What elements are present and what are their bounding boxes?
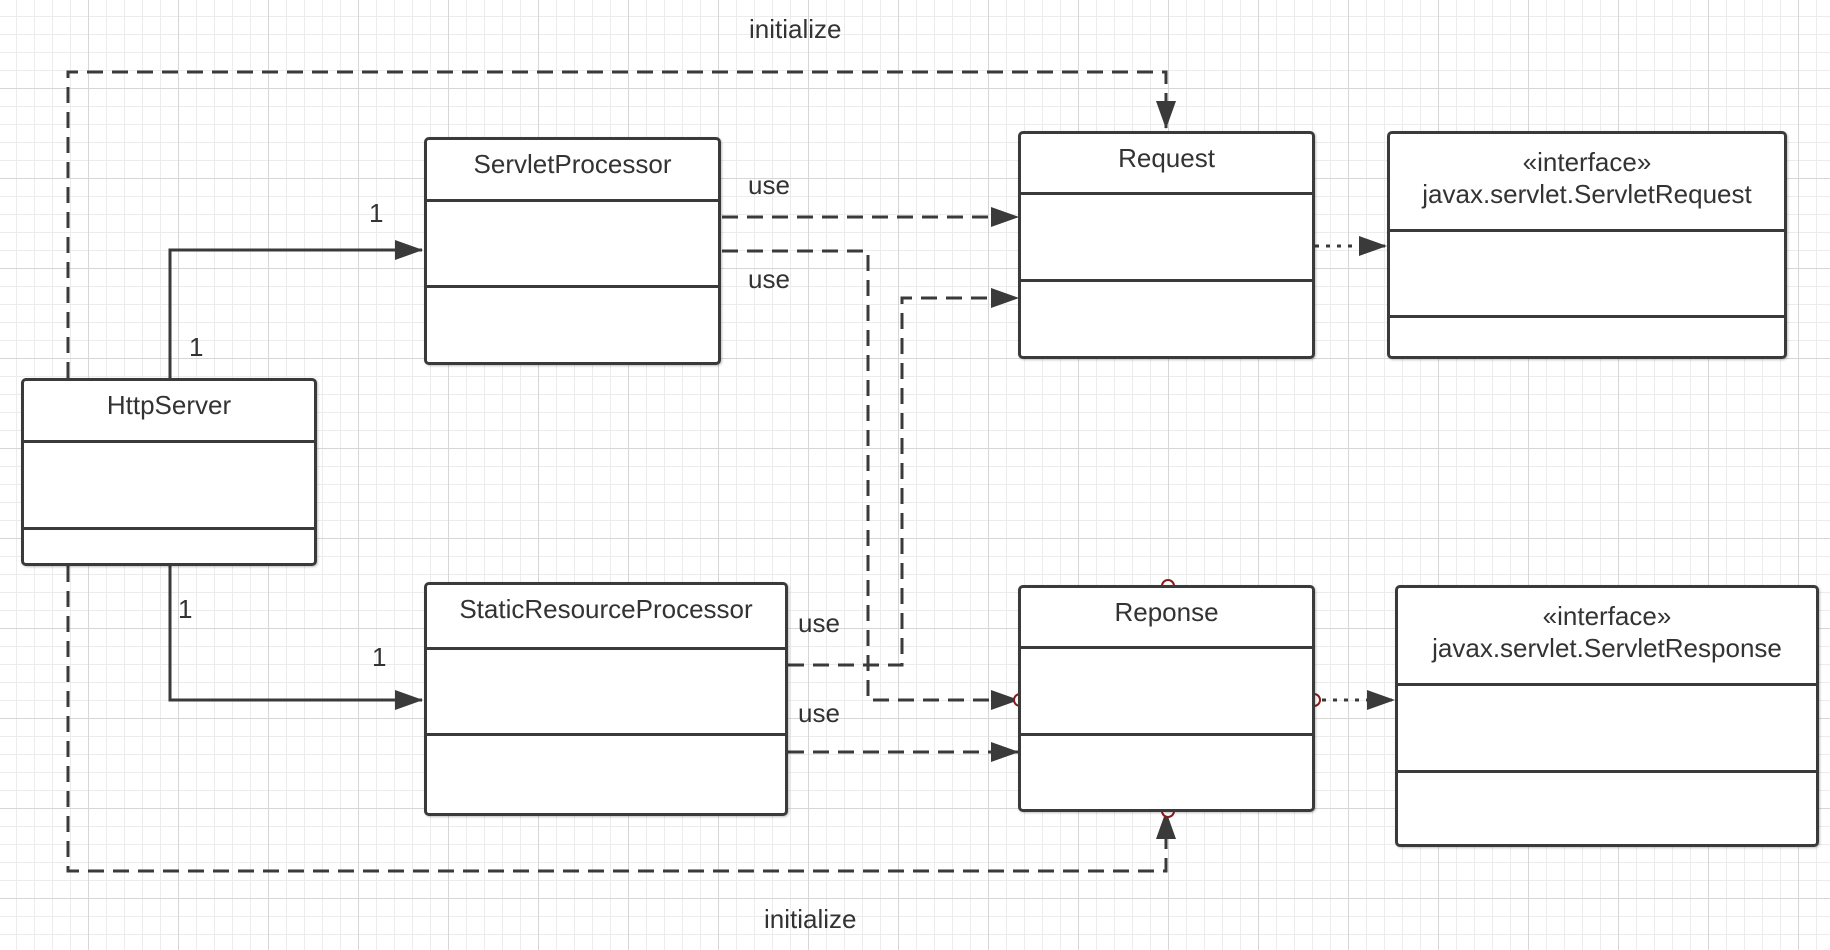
initialize-bottom-label: initialize (764, 904, 857, 934)
class-name: «interface» javax.servlet.ServletRespons… (1398, 588, 1816, 686)
use-sp-request-label: use (748, 170, 790, 200)
interface-name: javax.servlet.ServletResponse (1432, 633, 1782, 663)
interface-stereotype: «interface» (1522, 147, 1652, 177)
class-staticresourceprocessor[interactable]: StaticResourceProcessor (424, 582, 788, 816)
class-name: Reponse (1021, 588, 1312, 649)
class-servletprocessor[interactable]: ServletProcessor (424, 137, 721, 365)
interface-servletrequest[interactable]: «interface» javax.servlet.ServletRequest (1387, 131, 1787, 359)
class-operations (1390, 318, 1784, 356)
assoc-server-staticprocessor[interactable] (168, 566, 423, 710)
use-sp-response-label: use (748, 264, 790, 294)
class-operations (427, 736, 785, 813)
class-name: «interface» javax.servlet.ServletRequest (1390, 134, 1784, 232)
multiplicity-server-srp: 1 (178, 594, 193, 624)
class-name: Request (1021, 134, 1312, 195)
class-operations (24, 530, 314, 563)
class-attributes (427, 202, 718, 288)
class-httpserver[interactable]: HttpServer (21, 378, 317, 566)
class-attributes (1021, 195, 1312, 282)
initialize-request-edge[interactable] (66, 70, 1176, 378)
interface-servletresponse[interactable]: «interface» javax.servlet.ServletRespons… (1395, 585, 1819, 847)
interface-name: javax.servlet.ServletRequest (1422, 179, 1752, 209)
class-reponse[interactable]: Reponse (1018, 585, 1315, 812)
class-operations (1021, 282, 1312, 356)
use-srp-response-label: use (798, 698, 840, 728)
class-operations (1398, 773, 1816, 844)
assoc-server-servletprocessor[interactable] (168, 240, 423, 378)
interface-stereotype: «interface» (1542, 601, 1672, 631)
initialize-response-edge[interactable] (66, 566, 1176, 873)
class-request[interactable]: Request (1018, 131, 1315, 359)
class-attributes (1398, 686, 1816, 773)
class-attributes (427, 650, 785, 736)
initialize-top-label: initialize (749, 14, 842, 44)
class-attributes (1021, 649, 1312, 736)
class-name: StaticResourceProcessor (427, 585, 785, 650)
use-srp-request-label: use (798, 608, 840, 638)
use-srp-request-edge[interactable] (788, 288, 1019, 667)
multiplicity-server-sp: 1 (189, 332, 204, 362)
class-attributes (1390, 232, 1784, 318)
class-name: ServletProcessor (427, 140, 718, 202)
multiplicity-sp: 1 (369, 198, 384, 228)
class-name: HttpServer (24, 381, 314, 443)
class-operations (427, 288, 718, 362)
multiplicity-srp: 1 (372, 642, 387, 672)
class-attributes (24, 443, 314, 530)
class-operations (1021, 736, 1312, 809)
